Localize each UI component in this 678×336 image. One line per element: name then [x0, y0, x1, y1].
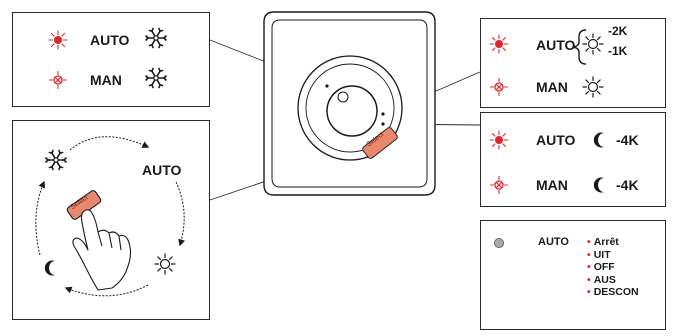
auto-label: AUTO: [90, 32, 130, 48]
right-mid-panel: [480, 112, 666, 207]
list-item: •Arrêt: [587, 236, 619, 248]
right-bottom-panel: [480, 220, 666, 330]
cycle-panel: [12, 120, 210, 320]
minus-1k-label: -1K: [608, 44, 628, 58]
list-item: •DESCON: [587, 286, 639, 299]
man-label: MAN: [536, 177, 568, 193]
auto-label: AUTO: [536, 37, 576, 53]
cycle-auto-label: AUTO: [142, 162, 182, 178]
auto-setback-value: -4K: [616, 132, 639, 148]
list-item: •OFF: [587, 261, 615, 274]
man-setback-value: -4K: [616, 177, 639, 193]
device-select-label[interactable]: Select: [365, 130, 386, 149]
list-item: •AUS: [587, 273, 616, 286]
auto-label: AUTO: [538, 236, 569, 248]
thermostat-device: [263, 11, 436, 196]
minus-2k-label: -2K: [608, 24, 628, 38]
off-state-list: •Arrêt •UIT •OFF •AUS •DESCON: [587, 236, 639, 299]
right-top-panel: [480, 18, 666, 108]
man-label: MAN: [90, 72, 122, 88]
auto-label: AUTO: [536, 132, 576, 148]
top-left-panel: [12, 12, 210, 107]
man-label: MAN: [536, 79, 568, 95]
list-item: •UIT: [587, 248, 611, 261]
